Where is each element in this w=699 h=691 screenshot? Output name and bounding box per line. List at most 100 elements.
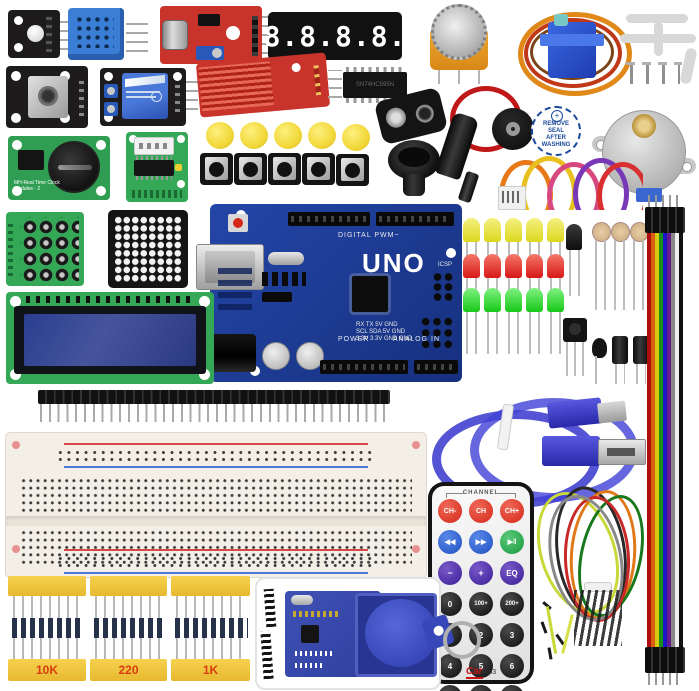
seal-text: WASHING <box>541 142 571 148</box>
membrane-keypad <box>6 212 84 286</box>
resistor-bodies <box>92 618 165 638</box>
indicator-led <box>175 164 182 171</box>
led-green <box>463 288 480 312</box>
led-matrix-8x8 <box>108 210 188 288</box>
reset-button <box>228 214 248 232</box>
led-yellow <box>526 218 543 242</box>
ir-led <box>566 224 582 250</box>
led-green <box>484 288 501 312</box>
button-cap-yellow <box>274 122 302 149</box>
tactile-button <box>302 153 335 185</box>
lcd-screen <box>24 314 196 366</box>
remote-btn-eq: EQ <box>500 561 524 585</box>
remote-brand-logo: Carmp3 <box>465 666 497 679</box>
rtc-ic <box>18 150 44 170</box>
remote-btn-100: 100+ <box>469 592 493 616</box>
analog-in-label: ANALOG IN <box>392 336 440 343</box>
resistor-bodies <box>10 618 84 638</box>
remote-btn-8: 8 <box>469 685 493 691</box>
icsp-header <box>432 272 454 302</box>
remote-btn-ch-minus: CH- <box>438 499 462 523</box>
screw-terminal <box>104 84 118 98</box>
servo-motor <box>518 4 632 96</box>
seal-text: SEAL <box>547 128 564 134</box>
capacitor-black <box>633 336 649 364</box>
remote-btn-prev: ◀◀ <box>438 530 462 554</box>
resistor-label-10k: 10K <box>8 659 86 681</box>
buzzer <box>492 108 534 150</box>
resistor-tape <box>171 576 250 596</box>
led-yellow <box>505 218 522 242</box>
remote-btn-9: 9 <box>500 685 524 691</box>
pin-labels-2: SCL SDA 5V GND <box>356 329 406 335</box>
tactile-button <box>336 154 369 186</box>
led-red <box>463 254 480 278</box>
resistor-label-1k: 1K <box>171 659 250 681</box>
seal-plus-icon: + <box>551 110 563 122</box>
led-red <box>526 254 543 278</box>
breadboard <box>5 432 427 578</box>
keyring <box>443 621 481 659</box>
seal-text: AFTER <box>546 135 566 141</box>
seven-segment-digits: 8.8.8.8. <box>263 19 407 53</box>
remote-btn-plus: + <box>469 561 493 585</box>
buzzer-sealed: + REMOVE SEAL AFTER WASHING <box>531 106 581 156</box>
white-connector <box>134 137 174 155</box>
joystick-module <box>6 66 88 128</box>
shift-register-ic: SN74HC595N <box>343 67 407 103</box>
capacitor <box>296 342 324 370</box>
stepper-motor <box>588 106 698 206</box>
remote-btn-7: 7 <box>438 685 462 691</box>
remote-btn-play-pause: ▶‖ <box>500 530 524 554</box>
hall-sensor-module <box>8 10 60 58</box>
digital-pins-label: DIGITAL PWM~ <box>338 232 400 239</box>
button-cap-yellow <box>206 122 234 149</box>
led-green <box>547 288 564 312</box>
servo-horns <box>618 12 698 85</box>
remote-btn-3: 3 <box>500 623 524 647</box>
coin-cell-battery <box>48 141 100 193</box>
jst-connector <box>498 186 526 210</box>
tactile-button <box>200 153 233 185</box>
mcu-chip <box>352 276 388 312</box>
rtc-module: MH-Real Time Clock Modules - 2 <box>8 136 110 200</box>
lcd-1602-display <box>6 292 214 384</box>
led-yellow <box>547 218 564 242</box>
screw-terminal <box>104 102 118 116</box>
pin-header-strip <box>38 390 392 422</box>
driver-board-uln2003 <box>126 132 188 202</box>
water-level-sensor <box>195 52 331 118</box>
relay-block <box>122 73 168 119</box>
joystick-cap <box>388 140 440 198</box>
capacitor-black <box>612 336 628 364</box>
remote-btn-ch: CH <box>469 499 493 523</box>
ribbon-cable <box>645 195 685 687</box>
thermistor <box>592 338 607 358</box>
ic-label: SN74HC595N <box>355 82 395 88</box>
pin-labels-1: RX TX 5V GND <box>356 322 398 328</box>
channel-label: CHANNEL <box>462 490 500 496</box>
remote-btn-6: 6 <box>500 654 524 678</box>
sound-sensor-module <box>160 6 262 64</box>
resistor-label-220: 220 <box>90 659 167 681</box>
led-green <box>505 288 522 312</box>
icsp-label: ICSP <box>437 262 452 268</box>
led-yellow <box>463 218 480 242</box>
servo-screws <box>630 64 680 84</box>
photoresistor <box>592 222 611 242</box>
potentiometer <box>424 4 494 84</box>
rtc-label: MH-Real Time Clock Modules - 2 <box>14 180 60 192</box>
driver-ic <box>134 156 174 180</box>
jumper-wire-bundle <box>522 481 655 684</box>
crystal-oscillator <box>268 252 304 265</box>
button-cap-yellow <box>308 122 336 149</box>
remote-btn-ch-plus: CH+ <box>500 499 524 523</box>
remote-btn-next: ▶▶ <box>469 530 493 554</box>
stepper-wires <box>495 156 643 210</box>
remote-btn-5: 5 <box>469 654 493 678</box>
sensor-dome-icon <box>27 25 44 42</box>
button-cap-yellow <box>240 122 268 149</box>
board-name: UNO <box>362 248 426 278</box>
ir-receiver <box>563 318 587 342</box>
